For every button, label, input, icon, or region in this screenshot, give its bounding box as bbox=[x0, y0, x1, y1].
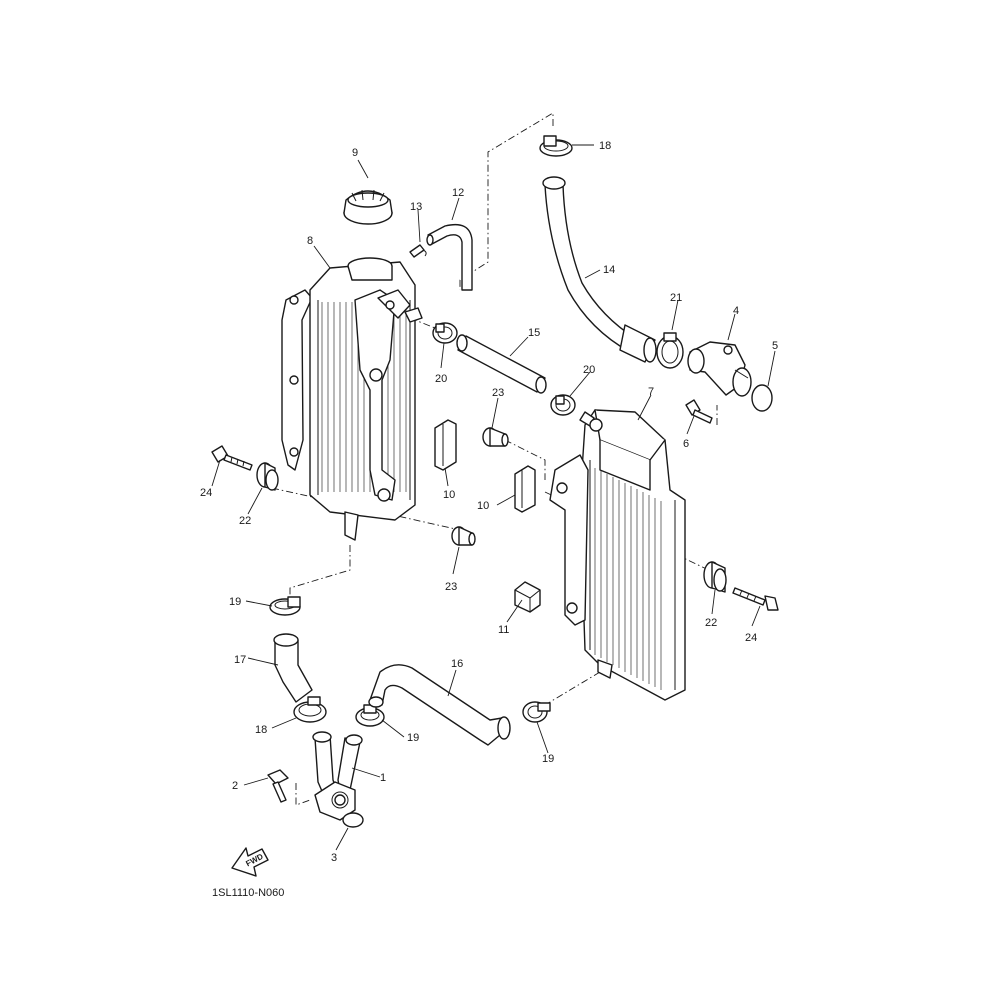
bolt-6 bbox=[685, 399, 713, 424]
callout-24-left: 24 bbox=[200, 487, 212, 499]
callout-22-right: 22 bbox=[705, 617, 717, 629]
callout-19-right: 19 bbox=[542, 753, 554, 765]
holder-clip-right bbox=[514, 465, 536, 513]
hose-16 bbox=[368, 664, 511, 746]
bolt-24-left bbox=[211, 445, 253, 471]
callout-1: 1 bbox=[380, 772, 386, 784]
hose-clamp-19-upper bbox=[269, 596, 301, 616]
callout-15: 15 bbox=[528, 327, 540, 339]
hose-clamp-19-middle bbox=[355, 704, 385, 727]
callout-16: 16 bbox=[451, 658, 463, 670]
right-radiator-fins bbox=[594, 468, 662, 690]
hose-clamp-20-left bbox=[432, 322, 458, 344]
callout-17: 17 bbox=[234, 654, 246, 666]
callout-13: 13 bbox=[410, 201, 422, 213]
holder-clip-left bbox=[434, 419, 457, 471]
callout-18-top: 18 bbox=[599, 140, 611, 152]
overflow-hose bbox=[426, 223, 473, 291]
callout-5: 5 bbox=[772, 340, 778, 352]
leader-lines bbox=[211, 144, 776, 851]
collar-23-lower bbox=[451, 526, 476, 546]
callouts: 9 18 12 13 8 14 21 4 5 15 20 20 23 7 6 1… bbox=[200, 140, 778, 864]
o-ring-5 bbox=[751, 384, 773, 412]
diagram-code: 1SL1110-N060 bbox=[212, 887, 284, 899]
callout-12: 12 bbox=[452, 187, 464, 199]
water-pipe bbox=[312, 731, 363, 821]
callout-7: 7 bbox=[648, 386, 654, 398]
bolt-24-right bbox=[732, 587, 779, 611]
hose-clamp-18-top bbox=[539, 135, 573, 157]
right-radiator bbox=[549, 409, 686, 701]
callout-20-right: 20 bbox=[583, 364, 595, 376]
damper-22-left bbox=[256, 462, 279, 491]
callout-24-right: 24 bbox=[745, 632, 757, 644]
callout-23-upper: 23 bbox=[492, 387, 504, 399]
connecting-hose bbox=[456, 334, 547, 394]
hose-17 bbox=[273, 633, 313, 703]
fwd-arrow-icon: FWD bbox=[231, 847, 269, 877]
collar-23-upper bbox=[482, 427, 509, 447]
left-radiator bbox=[281, 257, 423, 541]
upper-hose bbox=[542, 176, 657, 363]
callout-19-upper: 19 bbox=[229, 596, 241, 608]
hose-clip bbox=[409, 244, 427, 258]
hose-clamp-21 bbox=[656, 332, 684, 369]
callout-3: 3 bbox=[331, 852, 337, 864]
callout-10-right: 10 bbox=[477, 500, 489, 512]
hose-clamp-19-right bbox=[522, 701, 551, 723]
radiator-cap bbox=[343, 189, 393, 225]
callout-14: 14 bbox=[603, 264, 615, 276]
callout-4: 4 bbox=[733, 305, 739, 317]
callout-22-left: 22 bbox=[239, 515, 251, 527]
callout-8: 8 bbox=[307, 235, 313, 247]
callout-2: 2 bbox=[232, 780, 238, 792]
callout-11: 11 bbox=[498, 624, 509, 636]
callout-21: 21 bbox=[670, 292, 682, 304]
o-ring-3 bbox=[342, 812, 364, 828]
hose-clamp-20-right bbox=[550, 394, 576, 416]
callout-18-lower: 18 bbox=[255, 724, 267, 736]
hose-joint bbox=[687, 341, 752, 397]
bolt-2 bbox=[267, 769, 289, 803]
callout-23-lower: 23 bbox=[445, 581, 457, 593]
hose-clamp-18-lower bbox=[293, 696, 327, 723]
callout-9: 9 bbox=[352, 147, 358, 159]
callout-20-left: 20 bbox=[435, 373, 447, 385]
damper-22-right bbox=[703, 561, 727, 593]
guard-11 bbox=[514, 581, 541, 613]
callout-19-middle: 19 bbox=[407, 732, 419, 744]
callout-10-left: 10 bbox=[443, 489, 455, 501]
callout-6: 6 bbox=[683, 438, 689, 450]
